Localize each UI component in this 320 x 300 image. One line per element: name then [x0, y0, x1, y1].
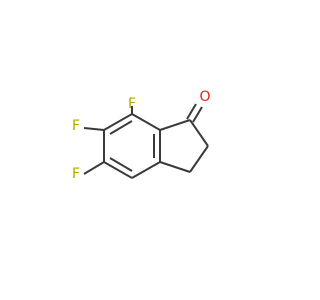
atom-labels: F F F O [72, 89, 211, 182]
bond-c1-c2 [189, 119, 209, 147]
fluorine-label-left: F [72, 118, 80, 134]
bond-c6-c7-inner [109, 120, 133, 135]
bond-c6-f2 [83, 127, 105, 131]
bond-c7a-c1 [159, 119, 191, 131]
bond-c4-c5 [103, 161, 133, 179]
fluorine-label-top: F [128, 96, 136, 112]
fluorine-label-bottom: F [72, 166, 80, 182]
bond-c7-c7a [131, 113, 161, 131]
benzene-ring [103, 113, 161, 179]
bond-c2-c3 [189, 145, 209, 173]
bond-c5-f3 [83, 161, 105, 175]
fluorine-bonds [83, 106, 133, 175]
bond-c6-c7 [103, 113, 133, 131]
bond-c3a-c4 [131, 161, 161, 179]
carbonyl-group [186, 103, 203, 123]
bond-c1-o1-a [186, 103, 197, 120]
oxygen-label: O [199, 89, 210, 105]
bond-c1-o1-b [192, 106, 203, 123]
bond-c4-c5-inner [109, 157, 133, 172]
cyclopentanone-ring [159, 119, 209, 173]
structure-canvas: F F F O [72, 89, 211, 182]
bond-c3-c3a [159, 161, 191, 173]
